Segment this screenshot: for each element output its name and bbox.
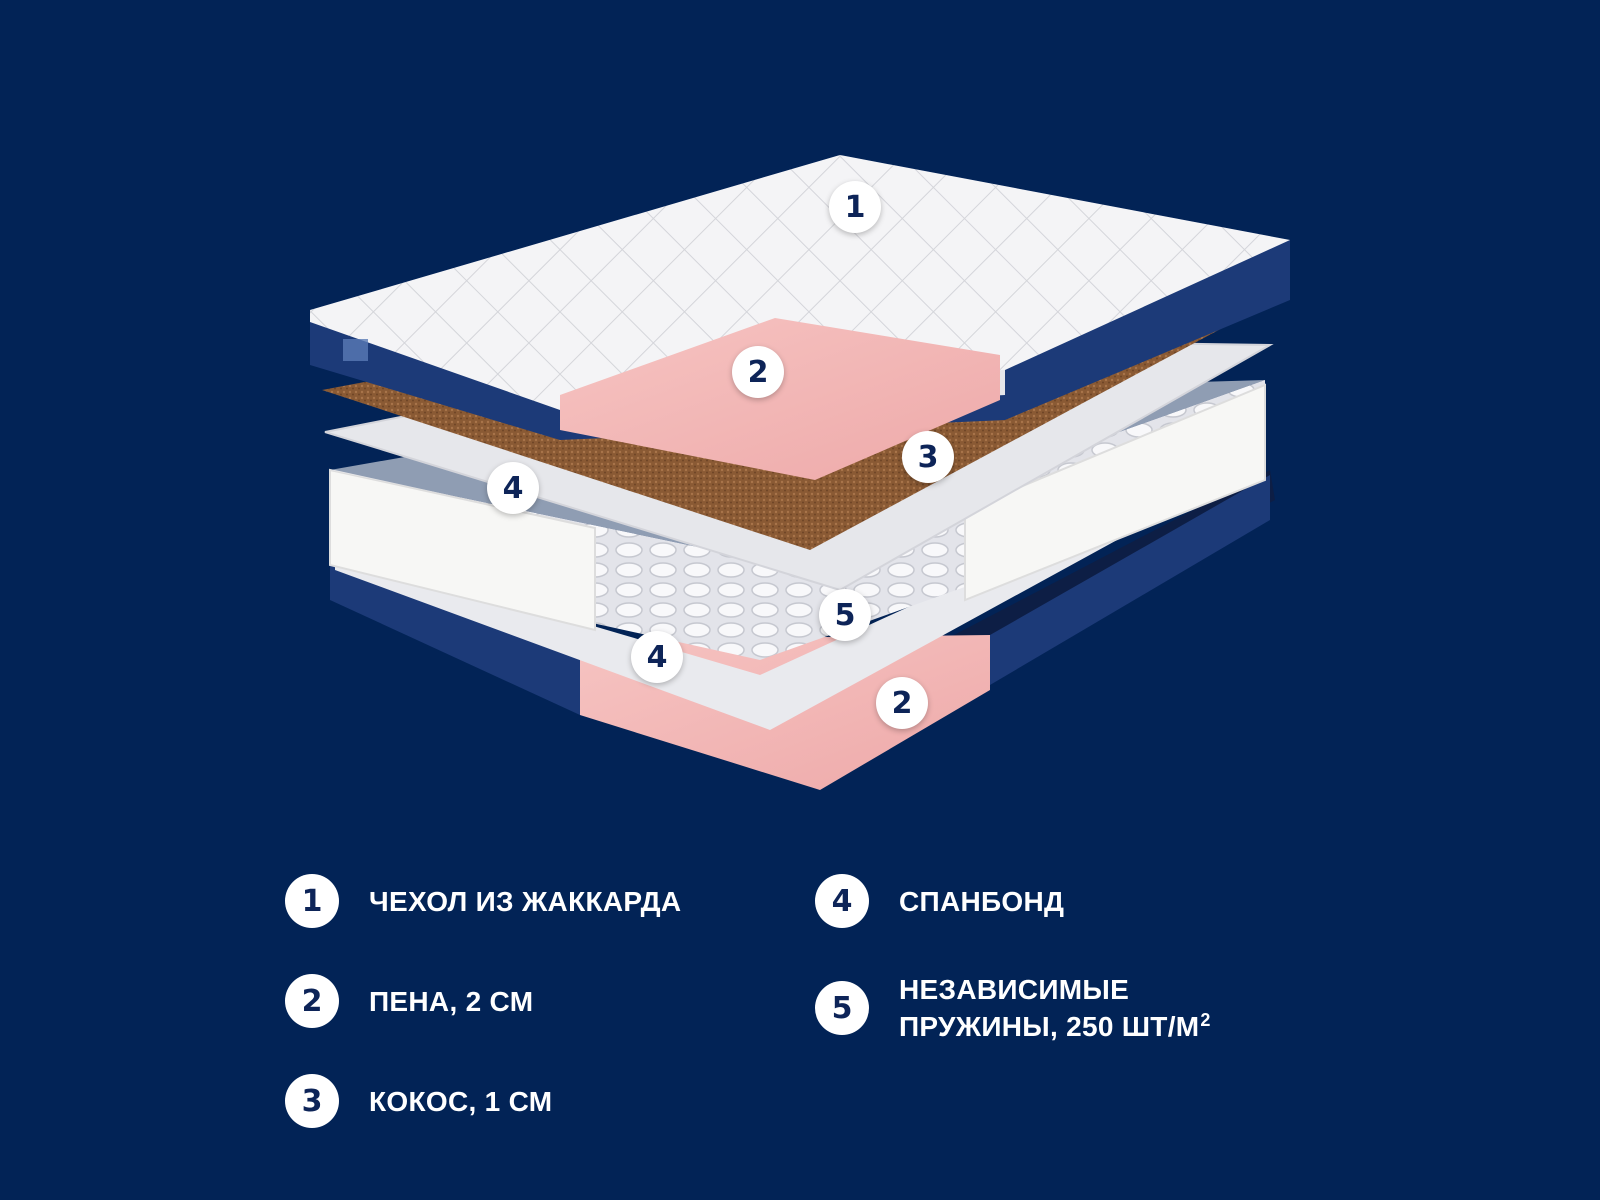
legend-item-spunbond: 4 СПАНБОНД — [815, 874, 1064, 928]
legend-number: 4 — [815, 874, 869, 928]
legend-item-coconut: 3 КОКОС, 1 СМ — [285, 1074, 552, 1128]
legend-number: 5 — [815, 981, 869, 1035]
marker-top-foam: 2 — [732, 346, 784, 398]
legend-item-springs: 5 НЕЗАВИСИМЫЕ ПРУЖИНЫ, 250 ШТ/М2 — [815, 974, 1211, 1042]
legend-label: ПЕНА, 2 СМ — [369, 985, 534, 1017]
legend-item-cover: 1 ЧЕХОЛ ИЗ ЖАККАРДА — [285, 874, 681, 928]
legend-number: 1 — [285, 874, 339, 928]
mattress-layers-illustration — [310, 155, 1290, 790]
legend-item-foam: 2 ПЕНА, 2 СМ — [285, 974, 533, 1028]
legend-label: СПАНБОНД — [899, 885, 1065, 917]
legend-label-line1: НЕЗАВИСИМЫЕ — [899, 974, 1130, 1005]
marker-coconut: 3 — [902, 431, 954, 483]
legend-label: КОКОС, 1 СМ — [369, 1085, 553, 1117]
legend-number: 3 — [285, 1074, 339, 1128]
bottom-spunbond-layer — [335, 455, 1245, 730]
legend-label: ЧЕХОЛ ИЗ ЖАККАРДА — [369, 885, 682, 917]
superscript-two: 2 — [1200, 1010, 1211, 1030]
top-foam-layer — [560, 318, 1000, 480]
legend-label-line2-text: ПРУЖИНЫ, 250 ШТ/М — [899, 1011, 1200, 1042]
marker-springs: 5 — [819, 589, 871, 641]
marker-upper-spunbond: 4 — [487, 462, 539, 514]
brand-label — [343, 339, 368, 361]
marker-bottom-foam: 2 — [876, 677, 928, 729]
marker-cover: 1 — [829, 181, 881, 233]
legend-label: НЕЗАВИСИМЫЕ ПРУЖИНЫ, 250 ШТ/М2 — [899, 974, 1211, 1042]
legend-number: 2 — [285, 974, 339, 1028]
marker-lower-spunbond: 4 — [631, 631, 683, 683]
legend-label-line2: ПРУЖИНЫ, 250 ШТ/М2 — [899, 1005, 1211, 1042]
